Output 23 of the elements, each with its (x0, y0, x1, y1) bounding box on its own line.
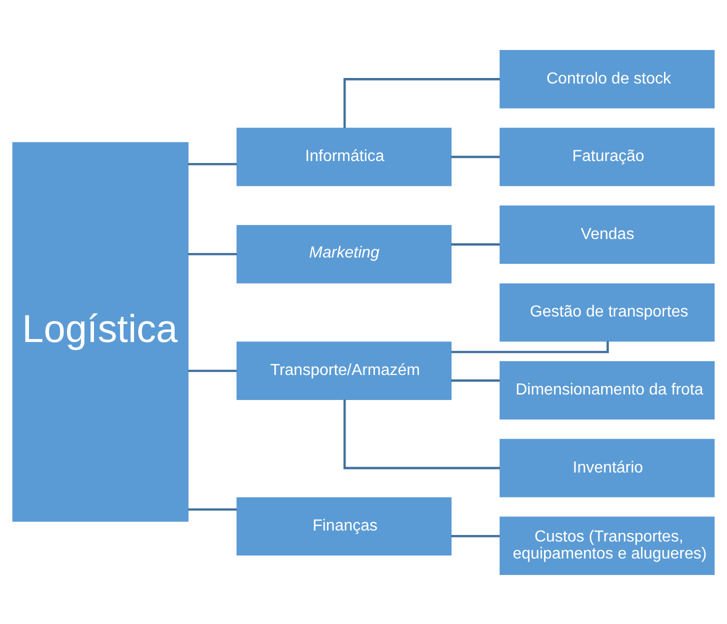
connector (451, 242, 500, 246)
node-box: Faturação (500, 127, 715, 186)
connector (188, 252, 237, 255)
node-box: Vendas (500, 205, 715, 264)
connector (343, 78, 500, 128)
connector (343, 398, 500, 469)
node-box: Inventário (500, 438, 715, 497)
node-box: Controlo de stock (500, 50, 715, 108)
connector (188, 162, 237, 165)
connector (451, 534, 500, 537)
node-box: Logística (12, 142, 188, 522)
node-box: Transporte/Armazém (236, 341, 452, 400)
connector (451, 340, 609, 353)
node-box: Informática (236, 127, 452, 186)
node-box: Dimensionamento da frota (500, 360, 715, 419)
connector (451, 155, 500, 158)
connector (188, 369, 237, 372)
connector (451, 378, 500, 382)
node-box: Finanças (236, 496, 452, 556)
node-box: Custos (Transportes, equipamentos e alugueres) (500, 516, 715, 574)
node-box: Marketing (236, 224, 452, 283)
node-box: Gestão de transportes (500, 282, 715, 342)
connector (188, 508, 237, 510)
